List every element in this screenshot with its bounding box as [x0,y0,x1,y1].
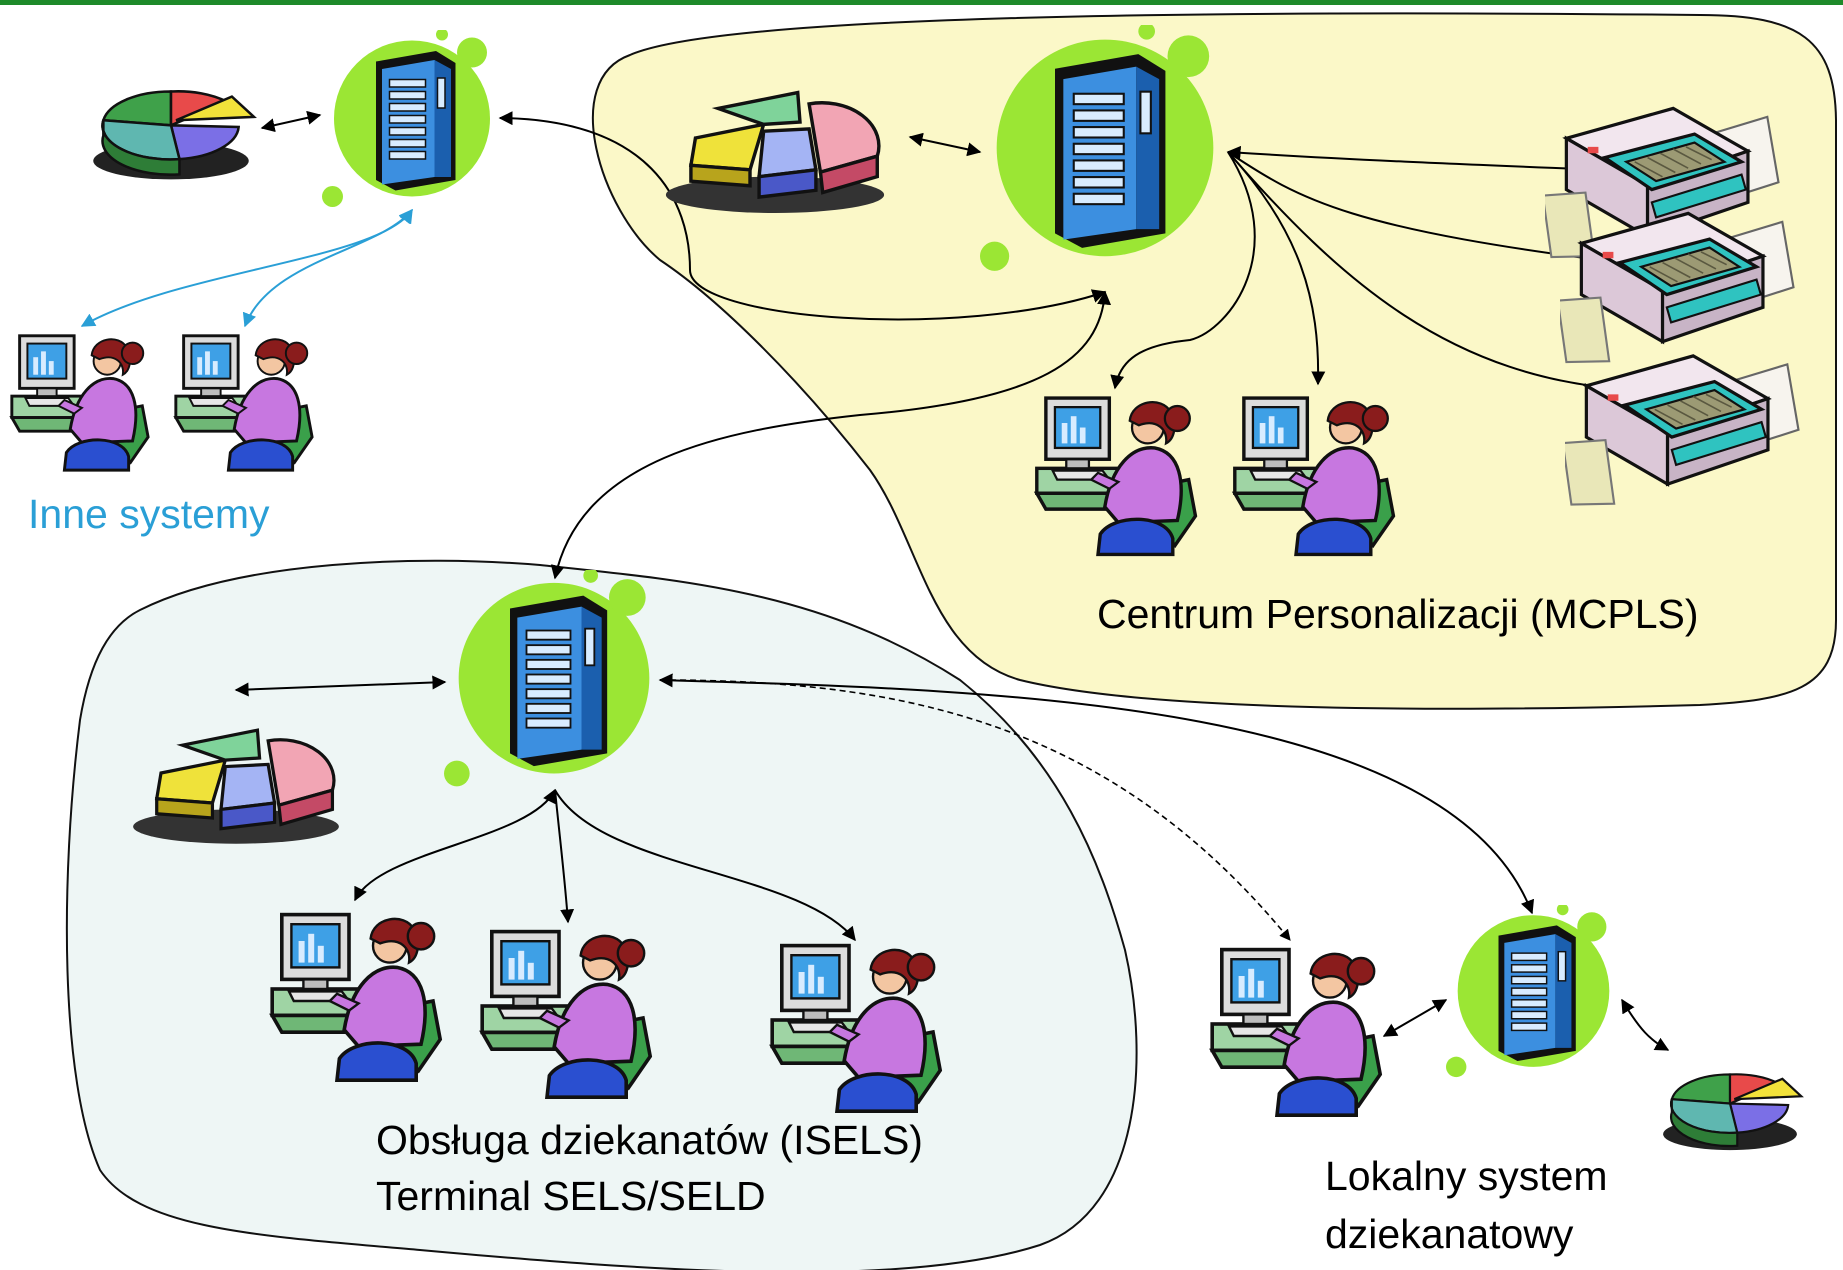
edge-isels-pie [234,675,447,697]
woman-at-computer-icon [1210,947,1382,1117]
edge-centrum-printer1 [1226,145,1607,177]
pie-chart-database-icon [1661,1072,1803,1152]
inne-systemy-label: Inne systemy [28,491,270,537]
edge-inne-server-ws1 [80,208,413,327]
edge-centrum-ws2 [1227,151,1326,386]
server-tower-icon [322,30,491,208]
edge-centrum-pie [908,132,982,157]
server-tower-icon [1446,905,1611,1078]
edge-centrum-printer2 [1227,151,1642,271]
edge-inne-server-ws2 [242,208,413,328]
edge-lokalny-server-pie [1621,998,1670,1051]
edge-isels-ws1 [354,788,556,902]
dziekanatowy-label: dziekanatowy [1325,1211,1574,1257]
edge-isels-ws2 [554,789,575,924]
edge-lokalny-ws-server [1382,999,1448,1037]
terminal-sels-seld-label: Terminal SELS/SELD [376,1173,766,1219]
centrum-personalizacji-label: Centrum Personalizacji (MCPLS) [1097,591,1699,637]
edge-centrum-ws1 [1110,151,1256,390]
edge-centrum-printer3 [1227,151,1637,397]
lokalny-system-label: Lokalny system [1325,1153,1608,1199]
woman-at-computer-icon [10,334,150,472]
edge-isels-lokalny-server [658,673,1534,915]
woman-at-computer-icon [174,334,314,472]
pie-chart-database-icon [91,89,256,182]
header-bar [0,0,1843,5]
edge-centrum-isels [550,290,1112,580]
edge-inne-pie-server [260,110,322,133]
obsluga-dziekanatow-label: Obsługa dziekanatów (ISELS) [376,1117,923,1163]
